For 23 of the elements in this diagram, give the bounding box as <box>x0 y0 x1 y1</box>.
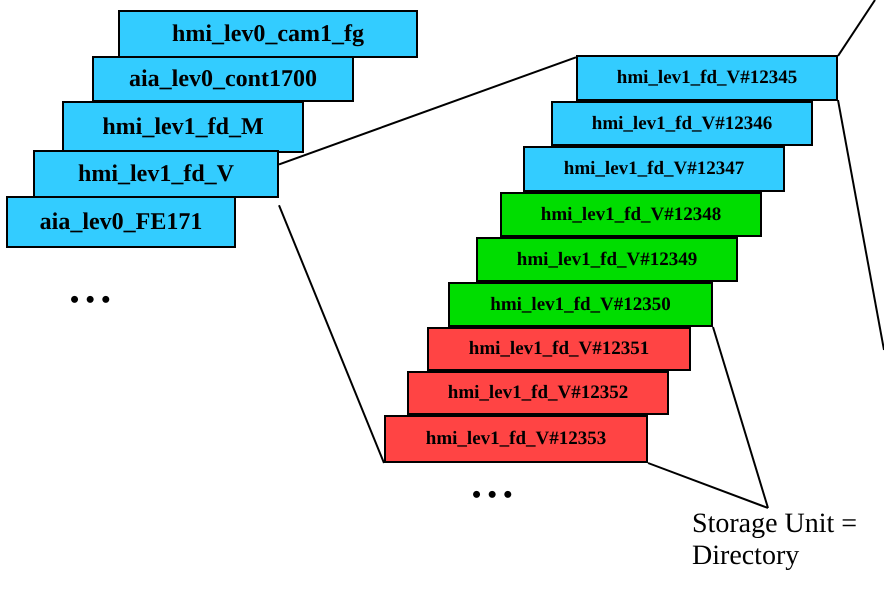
record-box: aia_lev0_cont1700 <box>92 56 354 102</box>
record-box: hmi_lev1_fd_V#12351 <box>427 327 691 371</box>
connector-line <box>837 0 876 56</box>
connector-line <box>278 204 385 464</box>
leader-line <box>712 326 769 508</box>
connector-line <box>837 100 884 350</box>
ellipsis-mark: • • • <box>472 480 512 510</box>
record-box: hmi_lev1_fd_V#12350 <box>448 282 713 327</box>
record-box: hmi_lev1_fd_V#12352 <box>407 371 669 415</box>
record-box: hmi_lev1_fd_V <box>33 150 279 198</box>
record-box: hmi_lev1_fd_V#12346 <box>551 101 813 146</box>
record-box: hmi_lev1_fd_M <box>62 101 304 153</box>
record-box: hmi_lev1_fd_V#12353 <box>384 415 648 463</box>
record-box: hmi_lev1_fd_V#12345 <box>576 55 838 101</box>
record-box: hmi_lev1_fd_V#12347 <box>523 146 785 192</box>
connector-line <box>278 56 576 166</box>
record-box: hmi_lev1_fd_V#12348 <box>500 192 762 237</box>
record-box: hmi_lev1_fd_V#12349 <box>476 237 738 282</box>
ellipsis-mark: • • • <box>70 285 110 315</box>
record-box: aia_lev0_FE171 <box>6 196 236 248</box>
record-box: hmi_lev0_cam1_fg <box>118 10 418 58</box>
leader-line <box>648 462 768 509</box>
storage-unit-note: Storage Unit = Directory <box>692 508 882 572</box>
